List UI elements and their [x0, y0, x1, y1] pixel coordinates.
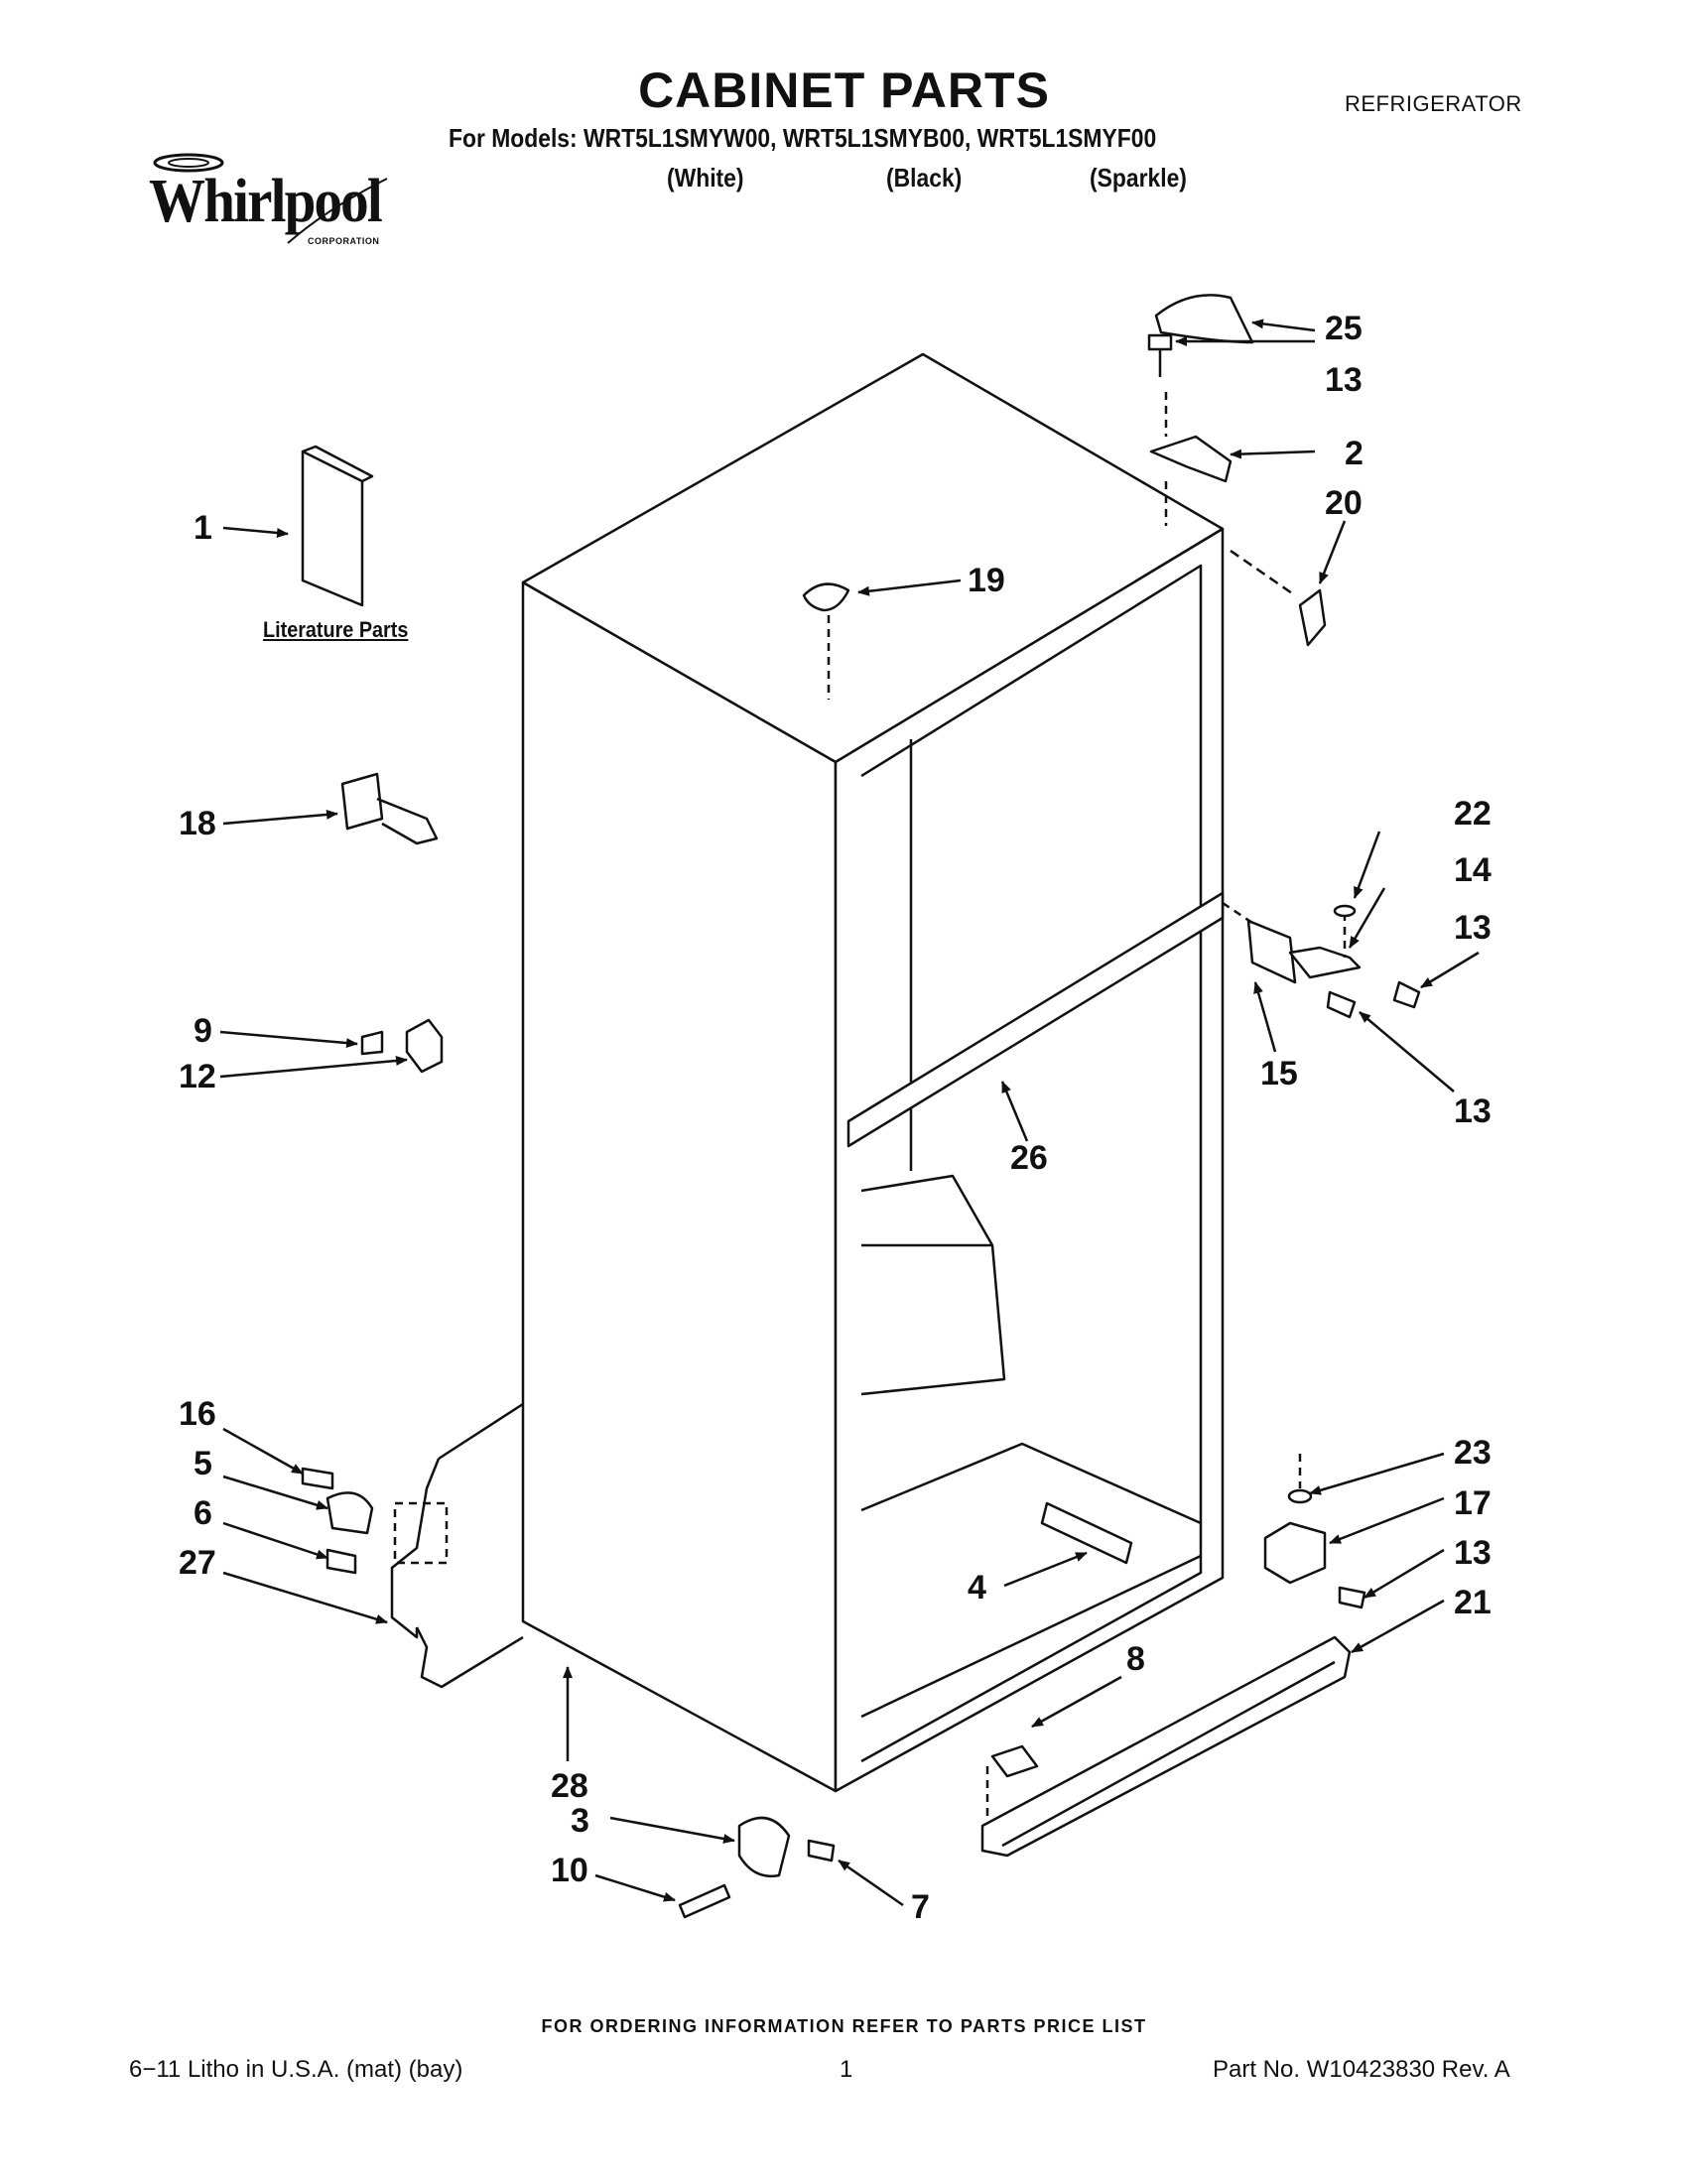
callout-27: 27 [179, 1544, 216, 1582]
part-number: Part No. W10423830 Rev. A [1213, 2056, 1510, 2083]
literature-packet [301, 450, 364, 607]
side-panel [390, 1402, 524, 1689]
color-white: (White) [667, 163, 744, 193]
screw-16 [301, 1467, 334, 1490]
callout-22: 22 [1454, 795, 1492, 833]
cabinet-body [521, 352, 1225, 1793]
callout-19: 19 [968, 562, 1005, 599]
callout-17: 17 [1454, 1484, 1492, 1522]
washer-23 [1287, 1488, 1313, 1504]
screw-13d [1338, 1586, 1366, 1609]
callout-1: 1 [194, 509, 212, 547]
ordering-note: FOR ORDERING INFORMATION REFER TO PARTS … [541, 2016, 1147, 2036]
screw-9 [360, 1030, 384, 1056]
page-number: 1 [840, 2056, 853, 2083]
callout-21: 21 [1454, 1584, 1492, 1621]
literature-parts-label: Literature Parts [263, 617, 409, 642]
callout-28: 28 [551, 1767, 588, 1805]
hinge-pin-cover [1298, 588, 1327, 647]
callout-10: 10 [551, 1852, 588, 1889]
clamp-5 [325, 1491, 374, 1535]
leveling-leg-3 [737, 1816, 791, 1878]
callout-13-bottom: 13 [1454, 1534, 1492, 1572]
callout-2: 2 [1345, 435, 1363, 472]
page-title: CABINET PARTS [638, 63, 1050, 118]
models-line: For Models: WRT5L1SMYW00, WRT5L1SMYB00, … [449, 123, 1157, 153]
callout-13-mid-right: 13 [1454, 909, 1492, 947]
top-plug [802, 582, 850, 612]
callout-26: 26 [1010, 1139, 1048, 1177]
screw-13b [1326, 990, 1357, 1019]
screw-6 [325, 1548, 357, 1575]
callout-4: 4 [968, 1569, 986, 1606]
callout-23: 23 [1454, 1434, 1492, 1472]
center-hinge [1246, 919, 1297, 984]
top-hinge [1149, 435, 1233, 483]
callout-6: 6 [194, 1494, 212, 1532]
bracket-12 [405, 1018, 444, 1074]
screw-13c [1392, 980, 1421, 1009]
logo-corporation: CORPORATION [308, 236, 380, 246]
color-black: (Black) [886, 163, 963, 193]
callout-18: 18 [179, 805, 216, 842]
callout-12: 12 [179, 1058, 216, 1095]
callout-3: 3 [571, 1802, 589, 1840]
callout-5: 5 [194, 1445, 212, 1482]
logo-wordmark: Whirlpool [149, 168, 383, 235]
washer-22 [1333, 904, 1357, 918]
callout-7: 7 [911, 1888, 930, 1926]
screw-7 [807, 1839, 836, 1863]
callout-8: 8 [1126, 1640, 1145, 1678]
color-sparkle: (Sparkle) [1090, 163, 1187, 193]
callout-9: 9 [194, 1012, 212, 1050]
clip-8 [990, 1744, 1039, 1778]
appliance-type: REFRIGERATOR [1345, 91, 1522, 116]
footer-litho: 6−11 Litho in U.S.A. (mat) (bay) [129, 2056, 463, 2083]
callout-13-top: 13 [1325, 361, 1363, 399]
base-grille [980, 1635, 1352, 1858]
door-stop [340, 772, 384, 831]
logo-swirl-icon [153, 153, 388, 244]
whirlpool-logo: Whirlpool CORPORATION [139, 149, 397, 258]
pin-10 [678, 1883, 731, 1919]
callout-14: 14 [1454, 851, 1492, 889]
callout-13-mid-lower: 13 [1454, 1092, 1492, 1130]
hinge-screw-top [1147, 333, 1173, 351]
bottom-hinge [1263, 1521, 1327, 1585]
callout-25: 25 [1325, 310, 1363, 347]
water-filter [1040, 1501, 1133, 1565]
callout-15: 15 [1260, 1055, 1298, 1092]
callout-20: 20 [1325, 484, 1363, 522]
callout-16: 16 [179, 1395, 216, 1433]
